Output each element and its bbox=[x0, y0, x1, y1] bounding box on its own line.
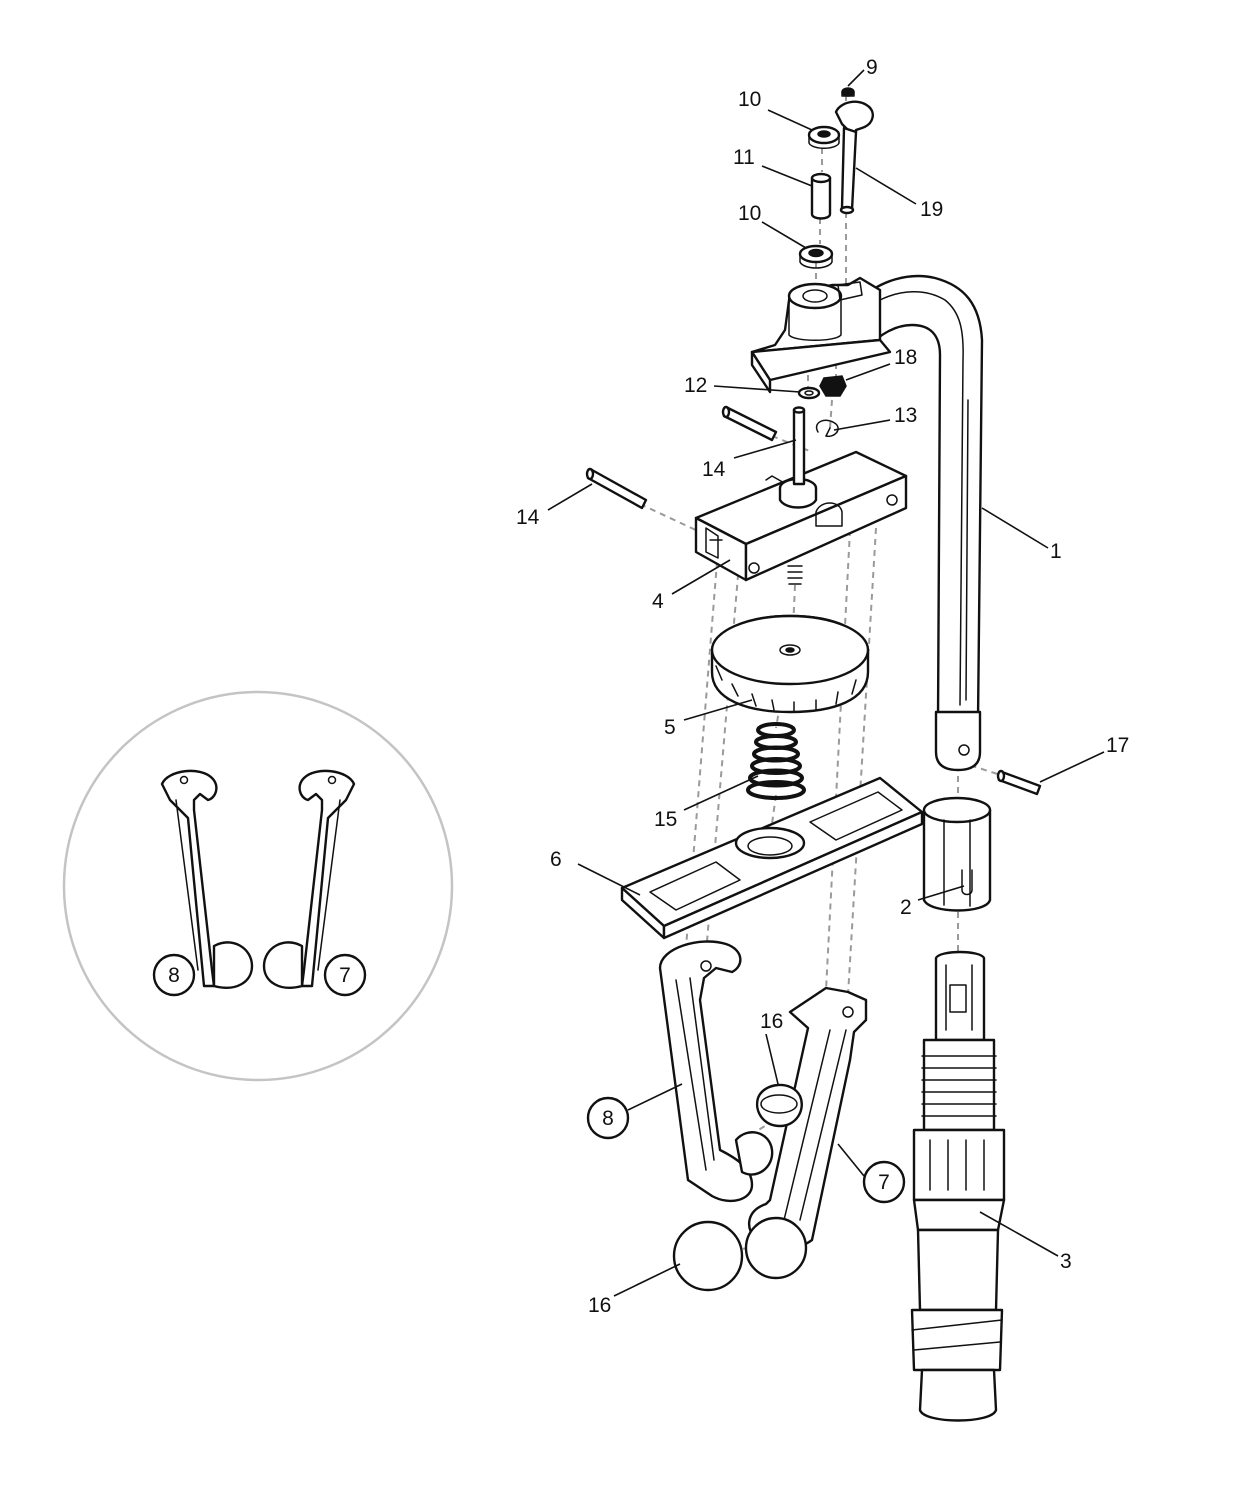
callout-5: 5 bbox=[664, 716, 676, 739]
ball-16-jaw bbox=[744, 1216, 808, 1280]
callout-15: 15 bbox=[654, 808, 677, 831]
t-bolt-19 bbox=[834, 100, 874, 215]
circled-callout-7: 7 bbox=[862, 1160, 906, 1204]
callout-14-upper: 14 bbox=[702, 458, 726, 481]
callout-17: 17 bbox=[1106, 734, 1129, 757]
callout-10-upper: 10 bbox=[738, 88, 761, 111]
inset-detail: 8 7 bbox=[62, 690, 454, 1082]
e-clip-13 bbox=[815, 419, 839, 438]
pin-14-upper bbox=[721, 405, 778, 442]
bearing-10-upper bbox=[807, 125, 841, 149]
callout-7: 7 bbox=[878, 1171, 890, 1194]
callout-16-upper: 16 bbox=[760, 1010, 783, 1033]
callout-19: 19 bbox=[920, 198, 943, 221]
nut-18 bbox=[819, 375, 847, 397]
screw-9 bbox=[841, 87, 855, 97]
callout-2: 2 bbox=[900, 896, 912, 919]
washer-12 bbox=[797, 386, 821, 400]
inset-callout-7: 7 bbox=[323, 953, 367, 997]
slotted-sleeve-2 bbox=[922, 796, 992, 912]
inset-jaw-8 bbox=[160, 769, 254, 989]
ball-16-upper bbox=[755, 1083, 803, 1128]
callout-18: 18 bbox=[894, 346, 917, 369]
knurled-wheel-5 bbox=[710, 614, 870, 714]
callout-6: 6 bbox=[550, 848, 562, 871]
callout-10-lower: 10 bbox=[738, 202, 761, 225]
base-plate-6 bbox=[620, 776, 924, 940]
callout-8: 8 bbox=[602, 1107, 614, 1130]
handle-shaft-3 bbox=[910, 950, 1006, 1422]
pin-14-left bbox=[585, 467, 648, 510]
callout-3: 3 bbox=[1060, 1250, 1072, 1273]
frame-part bbox=[858, 274, 984, 772]
spring-15 bbox=[746, 722, 806, 800]
pin-17 bbox=[996, 769, 1042, 796]
leader-lines bbox=[547, 69, 1105, 1297]
callout-4: 4 bbox=[652, 590, 664, 613]
callout-11: 11 bbox=[733, 146, 755, 169]
bearing-10-lower bbox=[798, 244, 834, 269]
carrier-block-4 bbox=[694, 406, 908, 585]
callout-labels: 9 10 11 19 10 18 12 13 14 14 1 4 5 17 15… bbox=[516, 56, 1129, 1317]
callout-14-left: 14 bbox=[516, 506, 540, 529]
frame-top-block bbox=[750, 276, 892, 394]
circled-callout-8: 8 bbox=[586, 1096, 630, 1140]
inset-jaw-7 bbox=[262, 769, 356, 989]
callout-12: 12 bbox=[684, 374, 707, 397]
callout-9: 9 bbox=[866, 56, 878, 79]
callout-16-lower: 16 bbox=[588, 1294, 611, 1317]
inset-callout-8: 8 bbox=[152, 953, 196, 997]
callout-13: 13 bbox=[894, 404, 917, 427]
inset-label-7: 7 bbox=[339, 964, 351, 987]
sleeve-11 bbox=[810, 172, 832, 220]
inset-label-8: 8 bbox=[168, 964, 180, 987]
jaw-8 bbox=[658, 940, 774, 1203]
ball-16-lower bbox=[672, 1220, 744, 1292]
callout-1: 1 bbox=[1050, 540, 1062, 563]
